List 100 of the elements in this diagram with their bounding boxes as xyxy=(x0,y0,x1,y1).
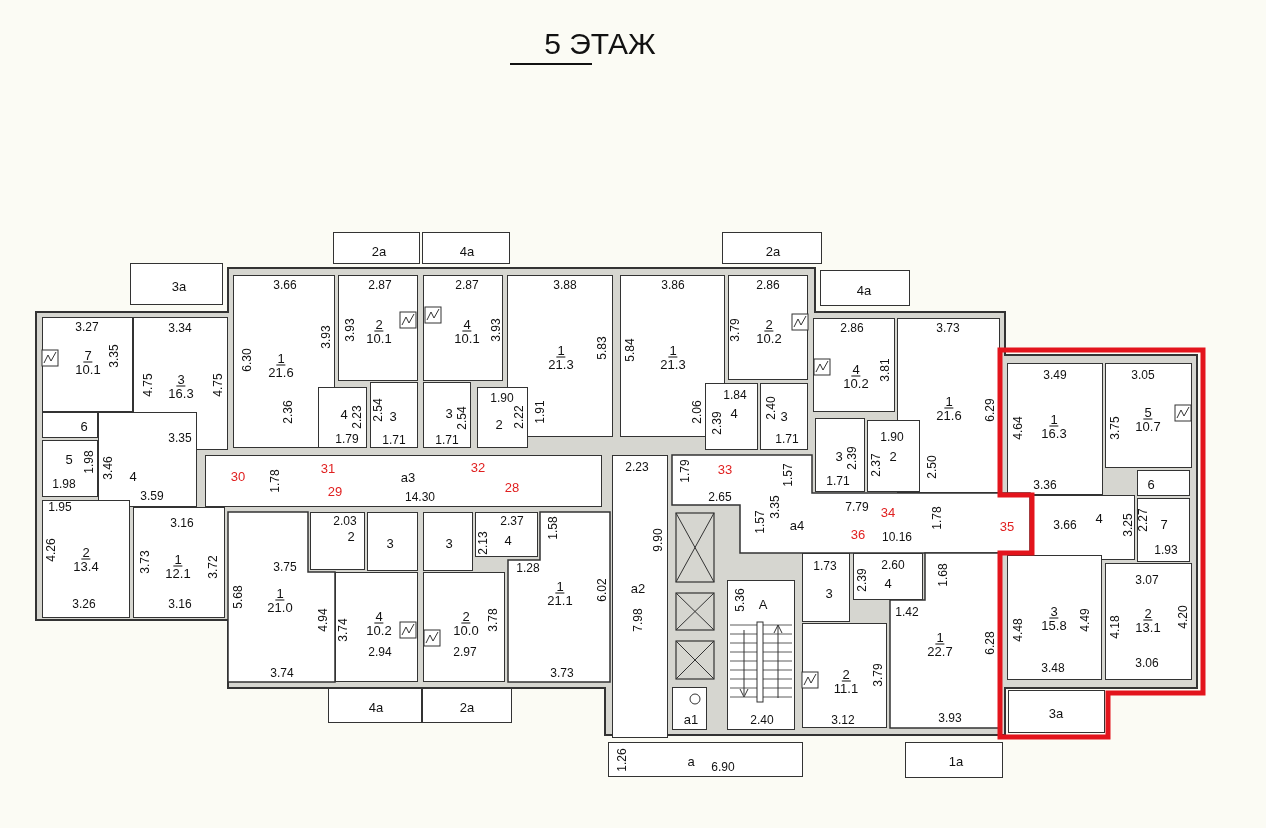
dimension-label: 3.75 xyxy=(273,561,297,573)
dimension-label: 1.79 xyxy=(335,433,359,445)
room-label: 3 xyxy=(388,409,398,423)
dimension-label: 3.74 xyxy=(270,667,294,679)
room-label: 4 xyxy=(503,533,513,547)
room-number: 2 xyxy=(841,667,851,682)
dimension-label: 2.22 xyxy=(513,405,525,429)
room-area: 10.1 xyxy=(365,331,393,345)
room xyxy=(233,275,335,448)
dimension-label: 3.06 xyxy=(1135,657,1159,669)
room-label: 2 xyxy=(346,529,356,543)
dimension-label: 2.13 xyxy=(477,531,489,555)
room-number: 1 xyxy=(668,343,678,358)
dimension-label: 3.75 xyxy=(1109,416,1121,440)
room-label: a1 xyxy=(682,712,700,726)
dimension-label: 4.75 xyxy=(142,373,154,397)
floor-title: 5 ЭТАЖ xyxy=(544,27,656,61)
room-number: 1 xyxy=(1049,412,1059,427)
room-number: 2 xyxy=(81,545,91,560)
room xyxy=(42,500,130,618)
room-label: 3 xyxy=(444,536,454,550)
dimension-label: 1.95 xyxy=(48,501,72,513)
room-label: 3 xyxy=(824,586,834,600)
dimension-label: 1.90 xyxy=(880,431,904,443)
dimension-label: 6.90 xyxy=(711,761,735,773)
dimension-label: 3.81 xyxy=(879,358,891,382)
dimension-label: 1.84 xyxy=(723,389,747,401)
room xyxy=(728,275,808,380)
room-area: 10.1 xyxy=(453,331,481,345)
room-label: 6 xyxy=(79,419,89,433)
room-number: 1 xyxy=(275,586,285,601)
dimension-label: 2.54 xyxy=(456,406,468,430)
dimension-label: 2.94 xyxy=(368,646,392,658)
dimension-label: 3.46 xyxy=(102,456,114,480)
room-area: 10.2 xyxy=(365,623,393,637)
room-area: 11.1 xyxy=(832,681,860,695)
room-number: 2 xyxy=(1143,606,1153,621)
room xyxy=(1007,555,1102,680)
room xyxy=(423,512,473,571)
dimension-label: 2.60 xyxy=(881,559,905,571)
dimension-label: 3.16 xyxy=(168,598,192,610)
dimension-label: 3.79 xyxy=(872,663,884,687)
room xyxy=(42,412,98,438)
dimension-label: 3.25 xyxy=(1122,513,1134,537)
room-number: 1 xyxy=(935,630,945,645)
dimension-label: 1.71 xyxy=(435,434,459,446)
room-label: 4 xyxy=(1094,511,1104,525)
room xyxy=(1007,363,1103,495)
dimension-label: 3.72 xyxy=(207,555,219,579)
dimension-label: 3.93 xyxy=(938,712,962,724)
room xyxy=(853,553,923,600)
dimension-label: 1.73 xyxy=(813,560,837,572)
dimension-label: 2.06 xyxy=(691,400,703,424)
dimension-label: 9.90 xyxy=(652,528,664,552)
dimension-label: 3.73 xyxy=(139,550,151,574)
dimension-label: 7.98 xyxy=(632,608,644,632)
room-label: 4a xyxy=(855,283,873,297)
dimension-label: 1.78 xyxy=(269,469,281,493)
dimension-label: 3.05 xyxy=(1131,369,1155,381)
dimension-label: 2.37 xyxy=(870,453,882,477)
room-label: a4 xyxy=(788,518,806,532)
dimension-label: 3.35 xyxy=(108,344,120,368)
dimension-label: 3.35 xyxy=(769,495,781,519)
corridor-mark-number: 31 xyxy=(320,463,336,475)
balcony xyxy=(905,742,1003,778)
dimension-label: 3.74 xyxy=(337,618,349,642)
dimension-label: 3.26 xyxy=(72,598,96,610)
room-number: 3 xyxy=(1049,604,1059,619)
dimension-label: 4.48 xyxy=(1012,618,1024,642)
room-area: 21.6 xyxy=(935,408,963,422)
room-number: 7 xyxy=(83,348,93,363)
room-label: 3 xyxy=(385,536,395,550)
room-area: 10.2 xyxy=(755,331,783,345)
dimension-label: 2.27 xyxy=(1137,508,1149,532)
room-label: 4 xyxy=(128,469,138,483)
room-area: 13.1 xyxy=(1134,620,1162,634)
dimension-label: 3.66 xyxy=(1053,519,1077,531)
dimension-label: 6.30 xyxy=(241,348,253,372)
room-area: 15.8 xyxy=(1040,618,1068,632)
dimension-label: 1.68 xyxy=(937,563,949,587)
room-label: 3a xyxy=(1047,706,1065,720)
dimension-label: 1.71 xyxy=(775,433,799,445)
dimension-label: 3.73 xyxy=(936,322,960,334)
room xyxy=(475,512,538,557)
room-area: 16.3 xyxy=(1040,426,1068,440)
room-label: 4 xyxy=(729,406,739,420)
room-number: 1 xyxy=(556,343,566,358)
room-label: a2 xyxy=(629,581,647,595)
room-label: 3 xyxy=(834,449,844,463)
dimension-label: 5.36 xyxy=(734,588,746,612)
dimension-label: 2.40 xyxy=(750,714,774,726)
room-label: 5 xyxy=(64,452,74,466)
dimension-label: 2.37 xyxy=(500,515,524,527)
dimension-label: 4.49 xyxy=(1079,608,1091,632)
room xyxy=(423,572,505,682)
dimension-label: 1.79 xyxy=(679,459,691,483)
room-number: 4 xyxy=(851,362,861,377)
room-area: 21.0 xyxy=(266,600,294,614)
balcony xyxy=(820,270,910,306)
dimension-label: 2.87 xyxy=(368,279,392,291)
